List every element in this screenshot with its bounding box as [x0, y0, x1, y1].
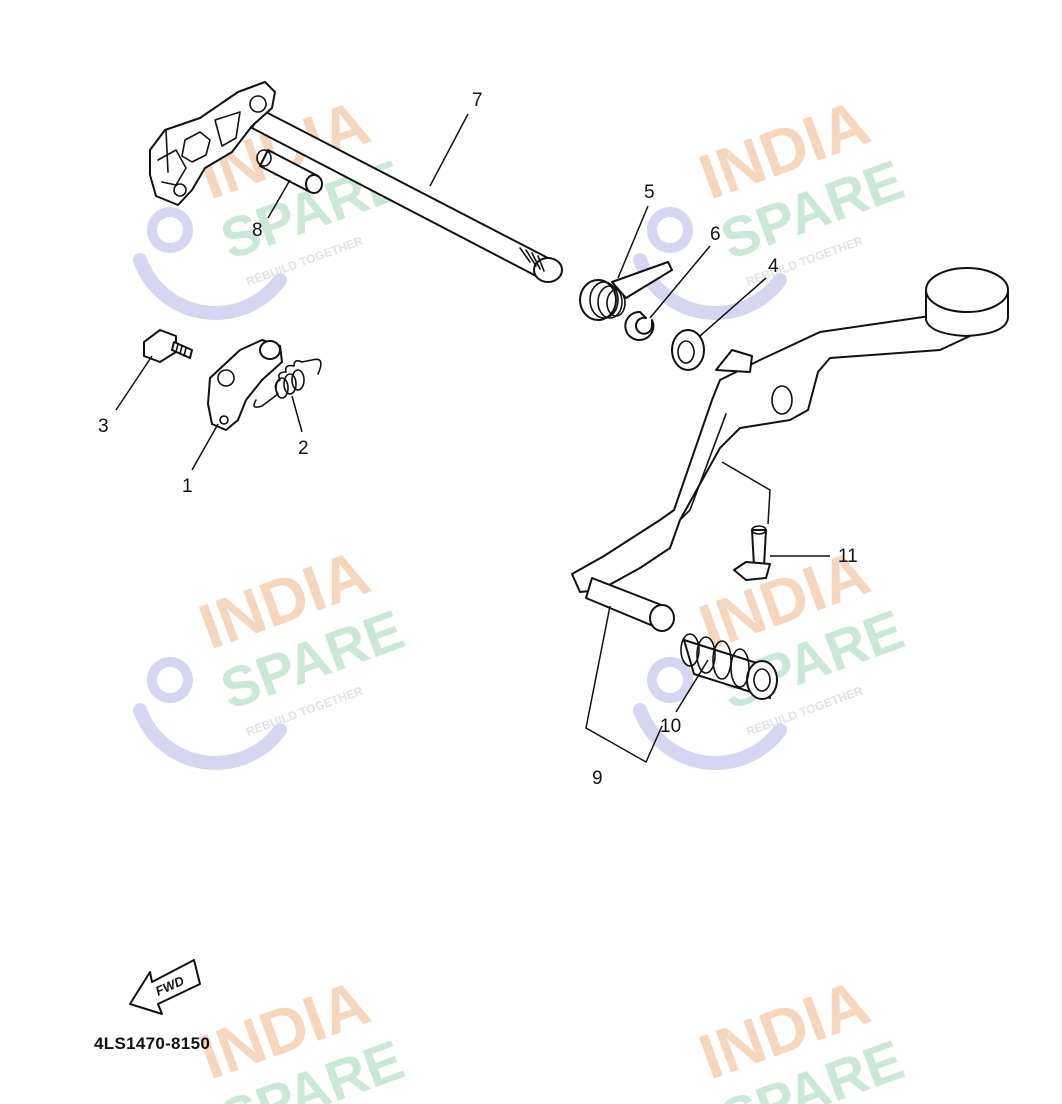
leader-4 [699, 277, 767, 337]
callout-3: 3 [98, 416, 109, 437]
part-2-return-spring [253, 358, 322, 408]
callout-4: 4 [768, 256, 779, 277]
callout-10: 10 [660, 716, 681, 737]
leader-1 [191, 423, 219, 471]
callout-8: 8 [252, 220, 263, 241]
part-9-shift-pedal [571, 267, 1009, 632]
part-5-torsion-spring [579, 261, 673, 321]
leader-8 [267, 179, 291, 219]
part-8-pin [256, 149, 323, 194]
callout-2: 2 [298, 438, 309, 459]
leader-lines [115, 113, 830, 764]
leader-11-bracket [721, 461, 771, 525]
callout-labels: 7 8 5 6 4 3 1 2 11 10 9 [98, 90, 858, 789]
watermark-bottom-right: INDIA SPARE [690, 966, 911, 1104]
watermark-top-right: INDIA SPARE REBUILD TOGETHER [633, 86, 912, 320]
callout-9: 9 [592, 768, 603, 789]
part-11-bolt [733, 525, 771, 581]
callout-1: 1 [182, 476, 193, 497]
part-3-bolt [143, 329, 193, 363]
part-7-shift-shaft [149, 81, 563, 283]
callout-11: 11 [838, 546, 858, 567]
leader-10 [675, 659, 709, 713]
part-10-pedal-rubber [680, 633, 778, 700]
catalog-code: 4LS1470-8150 [94, 1034, 211, 1053]
part-1-stopper-lever [207, 339, 283, 431]
leader-7 [429, 113, 469, 187]
leader-2 [291, 395, 303, 433]
watermark-wrench-icon [133, 703, 287, 770]
part-6-circlip [624, 310, 655, 341]
leader-3 [115, 355, 153, 411]
part-4-washer [671, 329, 705, 371]
leader-6 [649, 245, 711, 319]
leader-9 [585, 605, 663, 764]
callout-5: 5 [644, 182, 655, 203]
watermark-wrench-icon [133, 253, 287, 320]
leader-5 [617, 205, 649, 279]
callout-7: 7 [472, 90, 483, 111]
fwd-arrow-icon: FWD [129, 959, 201, 1015]
watermark-bottom-left: INDIA SPARE [190, 966, 411, 1104]
callout-6: 6 [710, 224, 721, 245]
watermark-wrench-icon [633, 703, 787, 770]
watermark-mid-left: INDIA SPARE REBUILD TOGETHER [133, 536, 412, 770]
